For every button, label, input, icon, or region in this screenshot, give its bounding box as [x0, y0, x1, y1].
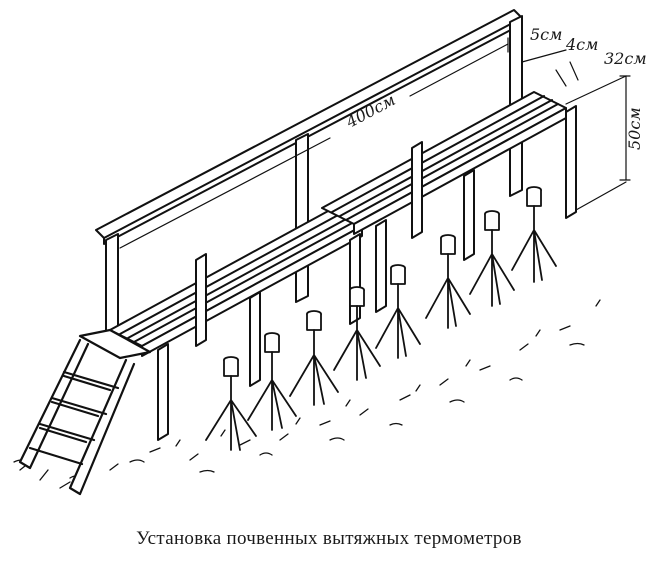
gap-label: 5см [530, 25, 562, 44]
thermometer [425, 234, 471, 329]
soil-thermometers [205, 186, 557, 451]
board-label: 4см [565, 35, 598, 54]
bench-deck-right [321, 91, 567, 235]
thermometer [333, 286, 381, 381]
thermometer [247, 332, 297, 431]
rail-posts [105, 15, 523, 345]
thermometer [289, 310, 339, 406]
bench-deck-left [109, 209, 363, 357]
thermometer [511, 186, 557, 283]
figure-caption: Установка почвенных вытяжных термометров [136, 528, 522, 549]
bench-legs [157, 105, 577, 441]
thermometer [205, 356, 257, 451]
thermometer [469, 210, 515, 307]
height-label: 50см [625, 107, 644, 150]
thermometer [375, 264, 421, 359]
length-dimension-line [117, 37, 509, 257]
access-ladder [18, 328, 152, 496]
soil-thermometer-installation-diagram: 400см [13, 9, 647, 496]
end-dimension-lines [521, 49, 631, 211]
width-label: 32см [604, 49, 647, 68]
